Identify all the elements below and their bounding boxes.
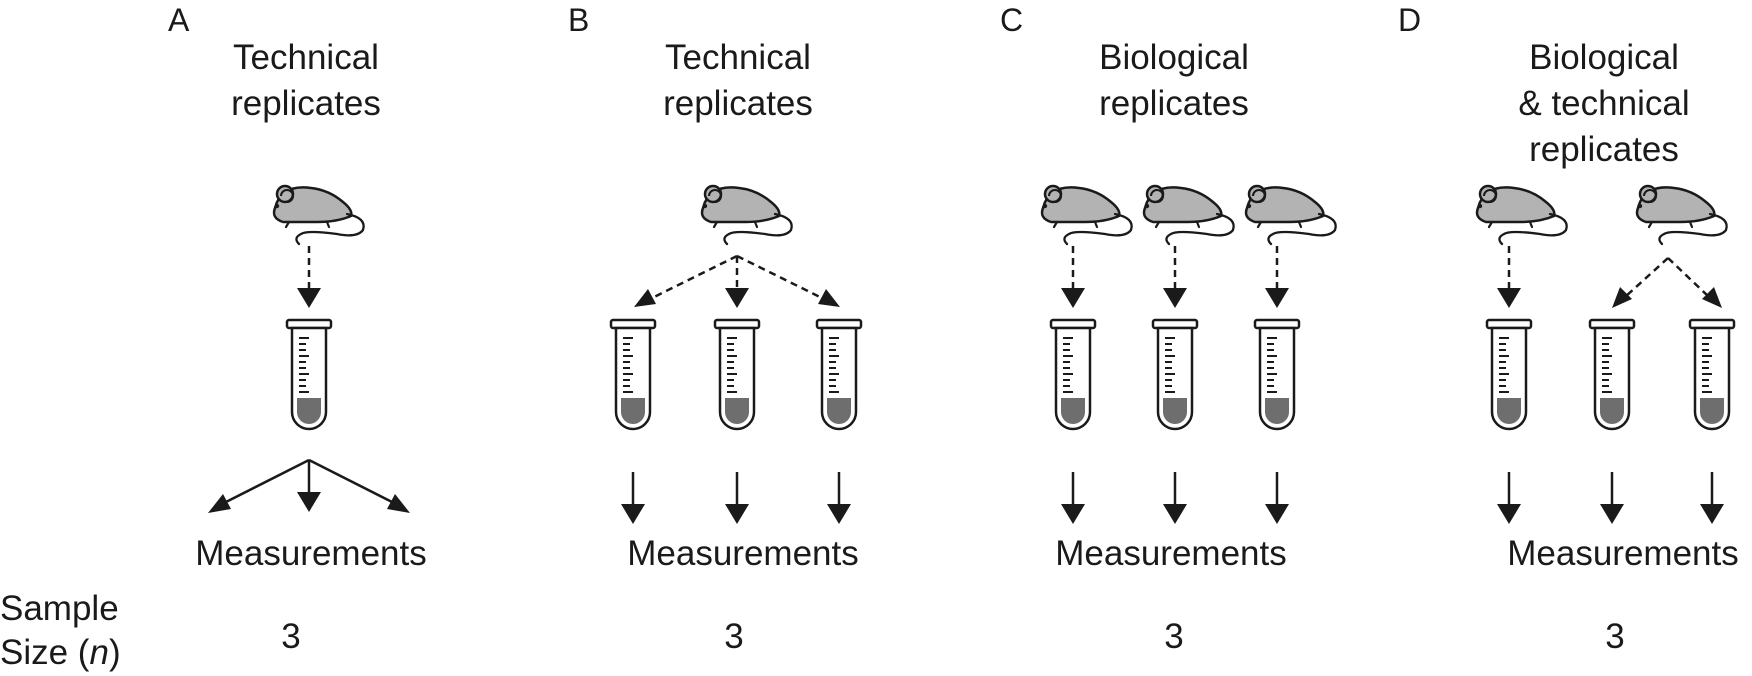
panel-c-title: Biological replicates: [994, 35, 1354, 127]
arrow-icon: [725, 256, 749, 308]
arrow-icon: [736, 254, 840, 307]
panel-b-measurements: Measurements: [627, 534, 859, 573]
panel-d-letter: D: [1398, 2, 1422, 38]
arrow-icon: [827, 504, 851, 524]
arrow-icon: [297, 460, 321, 512]
panel-c-measurements: Measurements: [1055, 534, 1287, 573]
sample-size-line1: Sample: [0, 589, 119, 628]
arrow-icon: [1667, 257, 1722, 308]
panel-a-title: Technical replicates: [126, 35, 486, 127]
arrow-icon: [621, 504, 645, 524]
mouse-icon: [1635, 184, 1728, 246]
sample-size-line2: Size (n): [0, 631, 121, 675]
arrow-icon: [1163, 504, 1187, 524]
sample-size-label: Sample Size (n): [0, 587, 121, 675]
mouse-icon: [700, 184, 793, 246]
panel-c-letter: C: [1000, 2, 1024, 38]
panel-c-n-value: 3: [1164, 617, 1184, 656]
arrow-icon: [725, 504, 749, 524]
test-tube-icon: [1485, 318, 1533, 431]
panel-b-title-line: Technical: [665, 38, 811, 77]
mouse-icon: [272, 184, 365, 246]
arrow-icon: [1700, 504, 1724, 524]
panel-a-measurements: Measurements: [195, 534, 427, 573]
arrow-icon: [1265, 504, 1289, 524]
test-tube-icon: [1253, 318, 1301, 431]
panel-d-title-line: Biological: [1529, 38, 1679, 77]
arrow-icon: [1497, 504, 1521, 524]
mouse-icon: [1040, 184, 1133, 246]
test-tube-icon: [609, 318, 657, 431]
test-tube-icon: [1688, 318, 1736, 431]
panel-d-measurements: Measurements: [1507, 534, 1739, 573]
arrow-icon: [308, 458, 410, 513]
arrow-icon: [297, 288, 321, 308]
test-tube-icon: [713, 318, 761, 431]
panel-d-title: Biological & technical replicates: [1424, 35, 1752, 173]
test-tube-icon: [1588, 318, 1636, 431]
mouse-icon: [1475, 184, 1568, 246]
arrow-icon: [1163, 288, 1187, 308]
arrow-icon: [208, 458, 310, 513]
panel-c-title-line: Biological: [1099, 38, 1249, 77]
mouse-icon: [1142, 184, 1235, 246]
sample-size-prefix: Size (: [0, 633, 90, 672]
sample-size-variable: n: [89, 633, 109, 672]
test-tube-icon: [1049, 318, 1097, 431]
panel-b-graphic: [609, 184, 863, 524]
mouse-icon: [1244, 184, 1337, 246]
panel-b-title-line: replicates: [663, 84, 813, 123]
panel-a-title-line: Technical: [233, 38, 379, 77]
arrow-icon: [1497, 288, 1521, 308]
arrow-icon: [634, 254, 738, 307]
panel-d-n-value: 3: [1605, 617, 1625, 656]
test-tube-icon: [1151, 318, 1199, 431]
panel-a-n-value: 3: [281, 617, 301, 656]
panel-d-graphic: [1475, 184, 1736, 524]
arrow-icon: [1265, 288, 1289, 308]
arrow-icon: [1061, 504, 1085, 524]
arrow-icon: [1061, 288, 1085, 308]
test-tube-icon: [285, 318, 333, 431]
arrow-icon: [1612, 257, 1669, 308]
panel-a-letter: A: [168, 2, 190, 38]
panel-a-graphic: [208, 184, 410, 513]
panel-b-n-value: 3: [724, 617, 744, 656]
panel-b-title: Technical replicates: [558, 35, 918, 127]
panel-b-letter: B: [568, 2, 590, 38]
sample-size-suffix: ): [108, 633, 121, 672]
arrow-icon: [1600, 504, 1624, 524]
panel-c-graphic: [1040, 184, 1337, 524]
panel-a-title-line: replicates: [231, 84, 381, 123]
panel-d-title-line: & technical: [1518, 84, 1690, 123]
panel-c-title-line: replicates: [1099, 84, 1249, 123]
test-tube-icon: [815, 318, 863, 431]
panel-d-title-line: replicates: [1529, 130, 1679, 169]
